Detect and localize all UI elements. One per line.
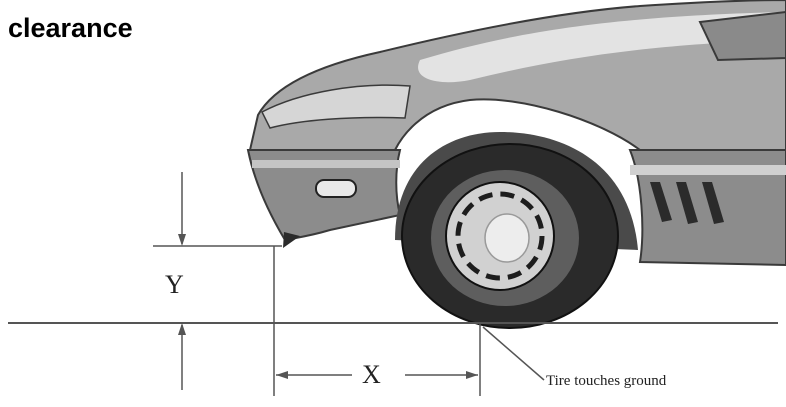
front-lip bbox=[283, 232, 300, 248]
headlight-panel bbox=[261, 84, 411, 129]
front-stripe bbox=[252, 160, 400, 168]
y-lower-arrowhead bbox=[178, 323, 186, 335]
hood-highlight bbox=[418, 12, 786, 83]
tire-ground-label: Tire touches ground bbox=[546, 373, 667, 389]
x-dimension-label: X bbox=[362, 360, 381, 389]
page-title: clearance bbox=[8, 13, 133, 43]
x-right-arrowhead bbox=[466, 371, 478, 379]
tire-leader-line bbox=[482, 326, 545, 381]
y-upper-arrowhead bbox=[178, 234, 186, 246]
x-left-arrowhead bbox=[276, 371, 288, 379]
car-side-body bbox=[628, 149, 786, 267]
side-stripe bbox=[630, 165, 786, 175]
hub-cap bbox=[484, 213, 530, 263]
side-vent bbox=[650, 182, 672, 222]
side-vent bbox=[702, 182, 724, 224]
rim-dashes bbox=[455, 191, 545, 281]
y-dimension-label: Y bbox=[165, 270, 184, 299]
side-vent bbox=[676, 182, 698, 224]
windshield bbox=[698, 10, 786, 62]
side-marker-light bbox=[315, 179, 357, 198]
